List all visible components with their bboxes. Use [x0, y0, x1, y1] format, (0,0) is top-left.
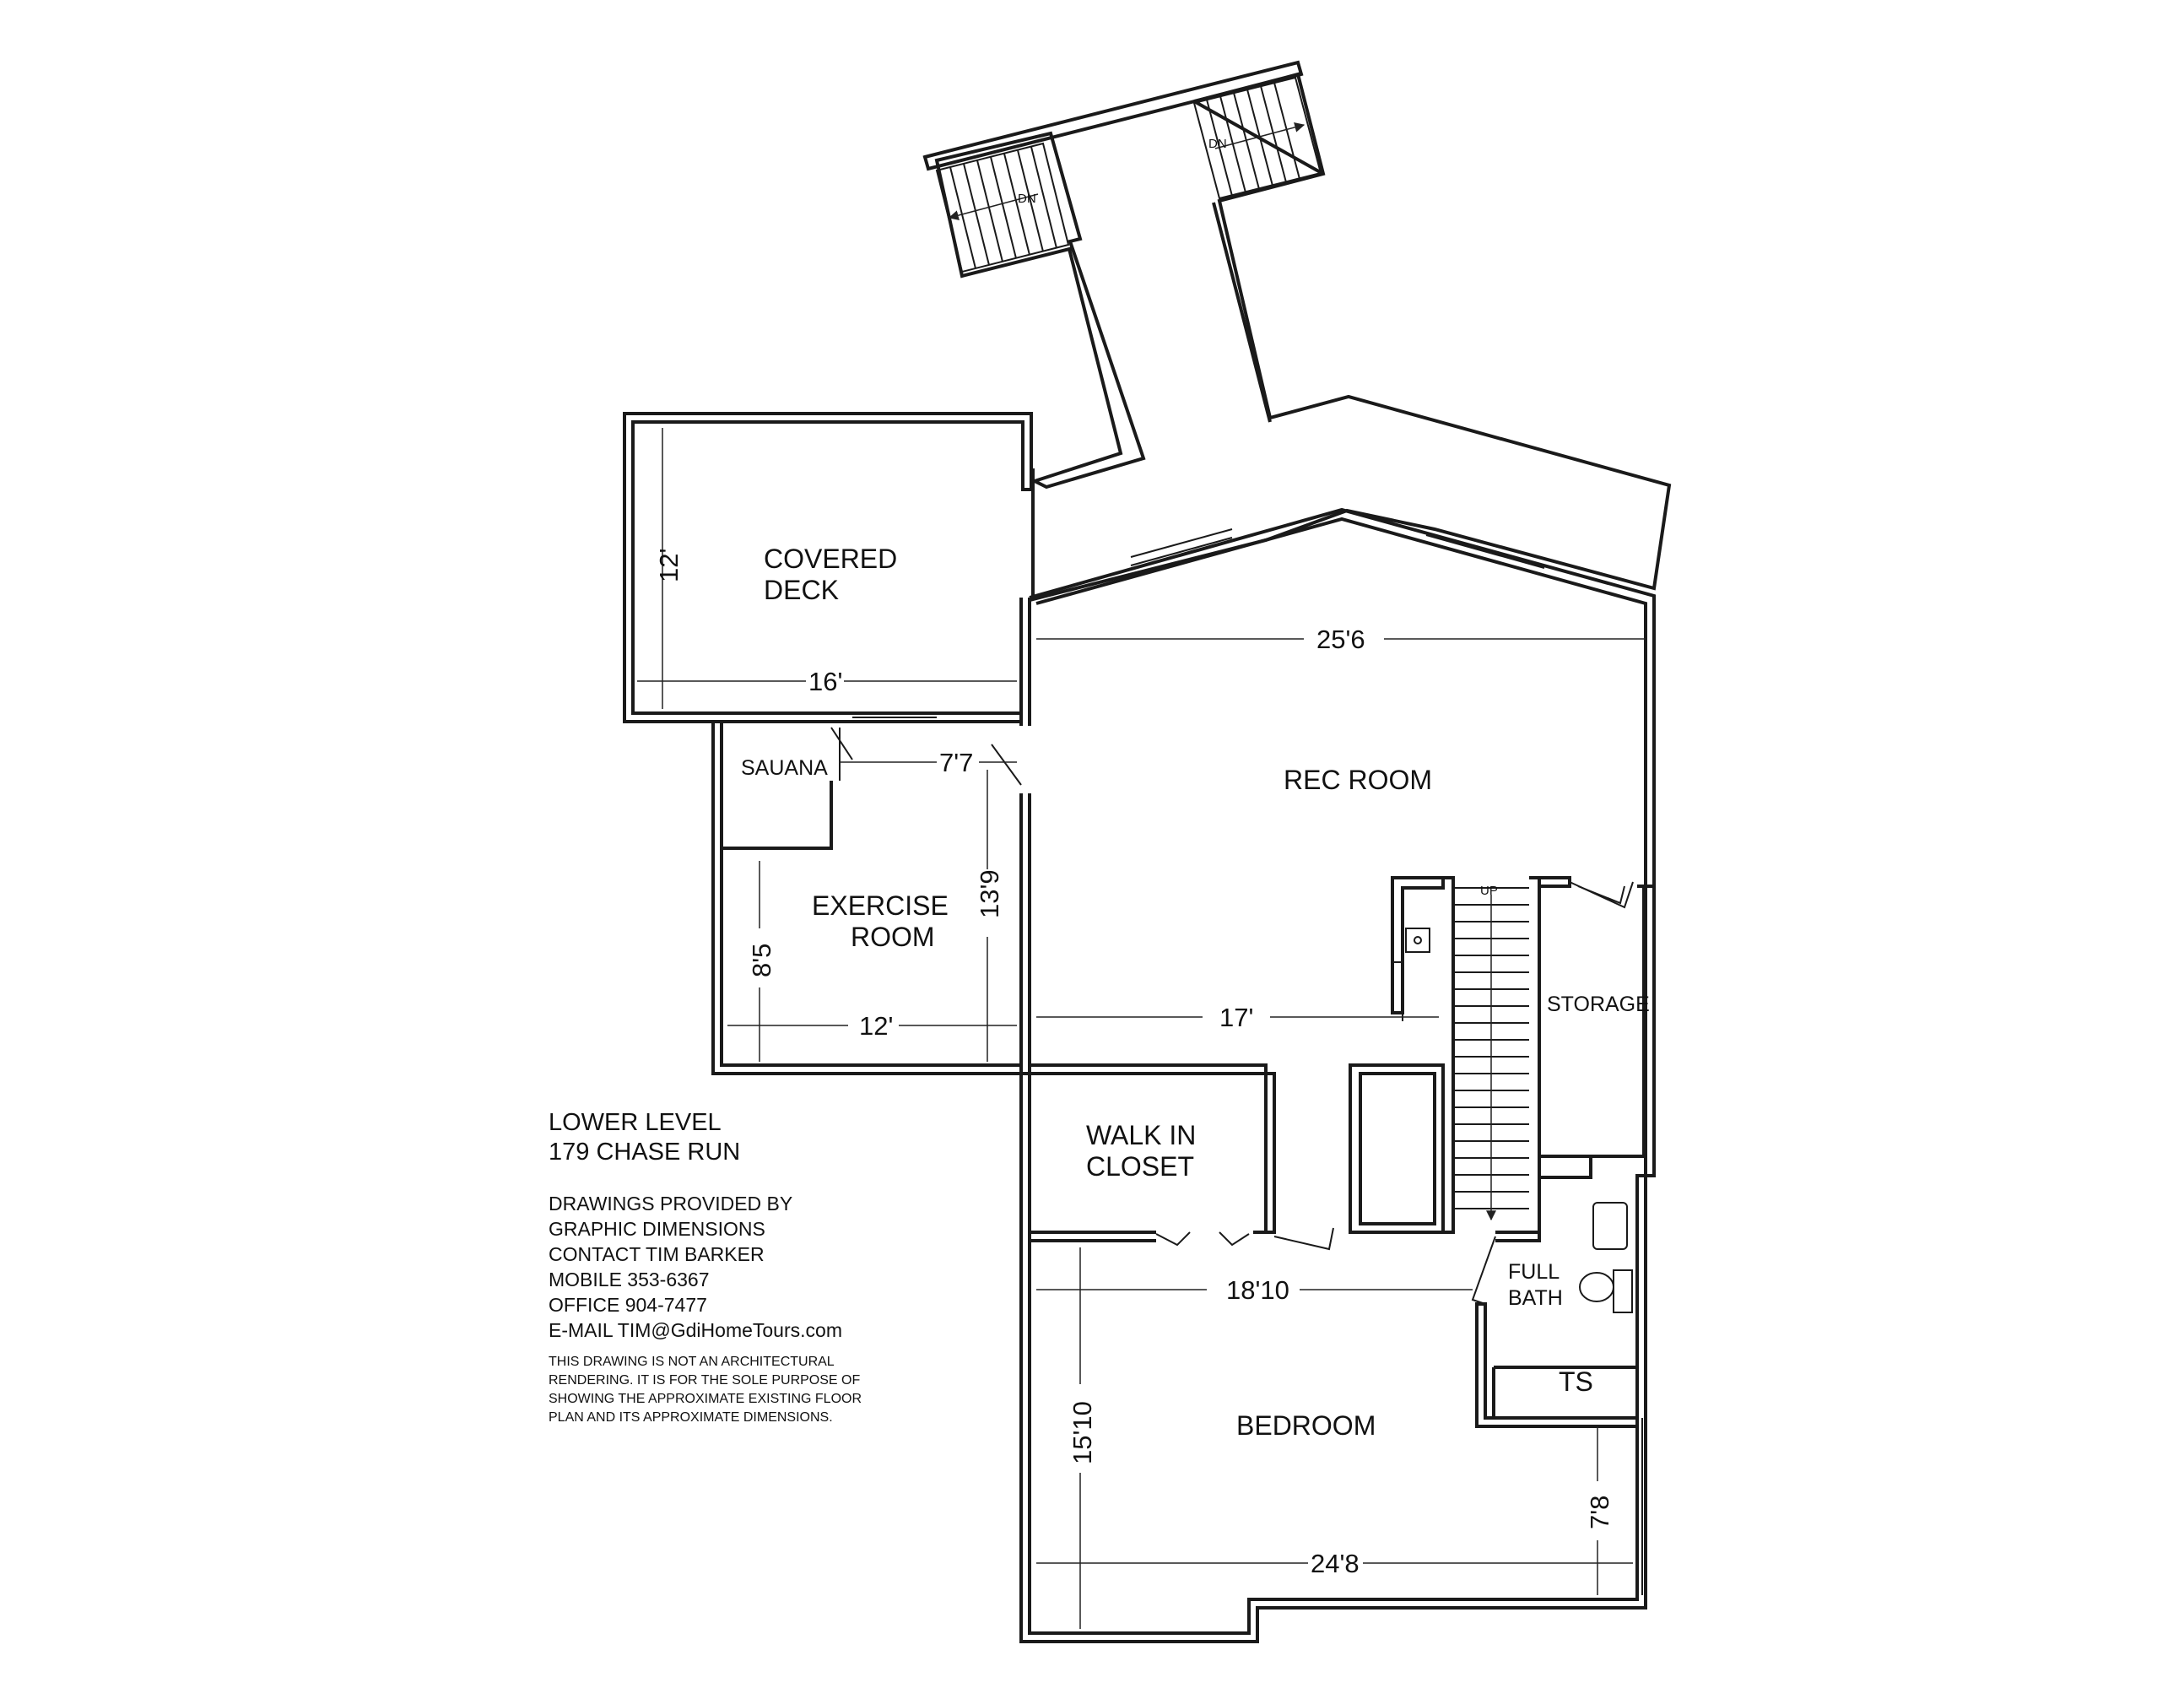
room-label-storage: STORAGE: [1547, 993, 1650, 1016]
room-label-ts: TS: [1559, 1366, 1593, 1397]
credits-line: MOBILE 353-6367: [549, 1269, 710, 1290]
dimension-label: 18'10: [1226, 1275, 1289, 1305]
disclaimer-line: SHOWING THE APPROXIMATE EXISTING FLOOR: [549, 1392, 862, 1406]
plan-title-address: 179 CHASE RUN: [549, 1139, 741, 1166]
stair-left: DN: [935, 142, 1070, 273]
disclaimer-line: RENDERING. IT IS FOR THE SOLE PURPOSE OF: [549, 1373, 861, 1388]
dimension-label: 7'8: [1585, 1496, 1614, 1529]
dimension-lines: [637, 428, 1646, 1629]
dimension-label: 24'8: [1311, 1549, 1360, 1578]
room-label-exercise-room: EXERCISE: [812, 890, 949, 921]
dimension-label: 12': [654, 549, 684, 582]
room-label-full-bath: FULL: [1508, 1260, 1560, 1284]
room-label-walk-in-closet: CLOSET: [1086, 1151, 1194, 1182]
stair-up-label: UP: [1480, 884, 1498, 898]
dimension-label: 13'9: [975, 869, 1004, 918]
credits-line: OFFICE 904-7477: [549, 1294, 707, 1316]
building-walls: [623, 412, 1656, 1643]
disclaimer-line: PLAN AND ITS APPROXIMATE DIMENSIONS.: [549, 1410, 833, 1425]
credits: DRAWINGS PROVIDED BY GRAPHIC DIMENSIONS …: [549, 1191, 937, 1343]
credits-line: DRAWINGS PROVIDED BY: [549, 1193, 793, 1215]
stair-down-label: DN: [1208, 137, 1227, 151]
room-label-bedroom: BEDROOM: [1236, 1410, 1376, 1441]
room-label-covered-deck: COVERED: [764, 544, 897, 574]
stair-right: DN: [1192, 76, 1322, 200]
credits-line: E-MAIL TIM@GdiHomeTours.com: [549, 1319, 842, 1341]
disclaimer-line: THIS DRAWING IS NOT AN ARCHITECTURAL: [549, 1355, 835, 1369]
room-label-walk-in-closet: WALK IN: [1086, 1120, 1196, 1150]
plan-title: LOWER LEVEL 179 CHASE RUN: [549, 1108, 937, 1167]
room-label-rec-room: REC ROOM: [1284, 765, 1432, 795]
credits-line: GRAPHIC DIMENSIONS: [549, 1218, 765, 1240]
dimension-label: 15'10: [1068, 1401, 1097, 1464]
upper-deck: [922, 60, 1672, 602]
dimension-label: 7'7: [939, 748, 973, 777]
dimension-label: 25'6: [1316, 625, 1365, 654]
plan-title-level: LOWER LEVEL: [549, 1109, 722, 1136]
room-label-exercise-room: ROOM: [851, 922, 935, 952]
dimension-label: 12': [859, 1011, 893, 1041]
plan-notes: LOWER LEVEL 179 CHASE RUN DRAWINGS PROVI…: [549, 1108, 937, 1427]
dimension-label: 8'5: [747, 944, 776, 977]
credits-line: CONTACT TIM BARKER: [549, 1243, 765, 1265]
disclaimer: THIS DRAWING IS NOT AN ARCHITECTURAL REN…: [549, 1353, 937, 1427]
room-label-full-bath: BATH: [1508, 1286, 1563, 1310]
room-label-sauna: SAUANA: [741, 756, 828, 780]
room-label-covered-deck: DECK: [764, 575, 839, 605]
dimension-label: 17': [1219, 1003, 1253, 1032]
dimension-label: 16': [808, 667, 842, 696]
stair-down-label: DN: [1018, 192, 1036, 206]
